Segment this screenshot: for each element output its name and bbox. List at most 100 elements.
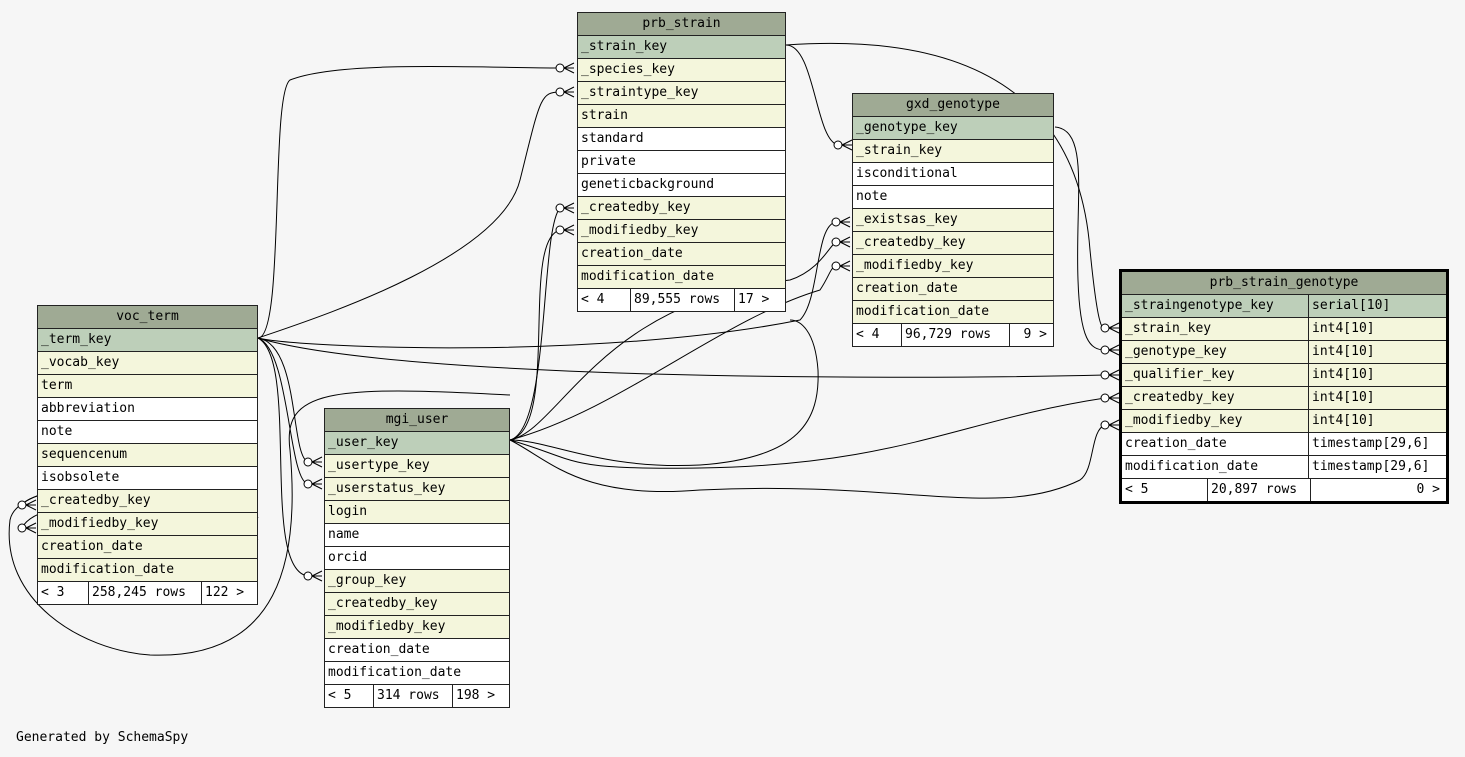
crowfoot-marker [563,62,575,74]
parents-link[interactable]: < 4 [578,289,631,311]
parents-link[interactable]: < 5 [1122,479,1208,501]
children-link[interactable]: 198 > [456,688,496,703]
column-row[interactable]: modification_date [38,559,257,582]
column-row[interactable]: _createdby_key [325,593,509,616]
children-link[interactable]: 122 > [205,585,245,600]
column-row[interactable]: _strain_key [578,36,785,59]
optional-marker [303,571,313,581]
table-title[interactable]: prb_strain_genotype [1122,272,1446,295]
column-row[interactable]: _user_key [325,432,509,455]
column-row[interactable]: _modifiedby_key [853,255,1053,278]
column-name: geneticbackground [581,177,715,192]
column-name: _createdby_key [856,235,966,250]
column-row[interactable]: _modifiedby_key [325,616,509,639]
column-name: _modifiedby_key [1125,413,1243,428]
column-row[interactable]: orcid [325,547,509,570]
column-name: strain [581,108,628,123]
optional-marker [831,237,841,247]
crowfoot-marker [311,570,323,582]
children-link[interactable]: 0 > [1416,482,1440,497]
column-row[interactable]: name [325,524,509,547]
column-name: _usertype_key [328,458,430,473]
column-name: _qualifier_key [1125,367,1235,382]
parents-link[interactable]: < 4 [853,324,902,346]
children-link[interactable]: 17 > [738,292,770,307]
column-row[interactable]: abbreviation [38,398,257,421]
column-row[interactable]: creation_date [38,536,257,559]
column-row[interactable]: term [38,375,257,398]
column-row[interactable]: _term_key [38,329,257,352]
column-row[interactable]: _createdby_key [578,197,785,220]
table-mgi-user[interactable]: mgi_user _user_key _usertype_key _userstat… [324,408,510,708]
column-row[interactable]: sequencenum [38,444,257,467]
column-row[interactable]: _modifiedby_key [38,513,257,536]
relationship-line [785,44,839,146]
optional-marker [1100,323,1110,333]
parents-link[interactable]: < 3 [38,582,89,604]
table-footer: < 4 96,729 rows 9 > [853,324,1053,346]
column-name: modification_date [581,269,715,284]
table-title[interactable]: mgi_user [325,409,509,432]
column-row[interactable]: _existsas_key [853,209,1053,232]
column-row[interactable]: _straintype_key [578,82,785,105]
column-row[interactable]: private [578,151,785,174]
column-row[interactable]: isconditional [853,163,1053,186]
children-link[interactable]: 9 > [1023,327,1047,342]
column-row[interactable]: standard [578,128,785,151]
row-count: 20,897 rows [1208,479,1311,501]
column-row[interactable]: _userstatus_key [325,478,509,501]
column-row[interactable]: modification_date [853,301,1053,324]
column-row[interactable]: _modifiedby_key [578,220,785,243]
column-row[interactable]: geneticbackground [578,174,785,197]
table-title[interactable]: prb_strain [578,13,785,36]
optional-marker [1100,393,1110,403]
column-row[interactable]: _species_key [578,59,785,82]
column-row[interactable]: modification_date [325,662,509,685]
column-row[interactable]: _vocab_key [38,352,257,375]
table-footer: < 5 314 rows 198 > [325,685,509,707]
column-row[interactable]: note [853,186,1053,209]
column-row[interactable]: strain [578,105,785,128]
table-prb-strain[interactable]: prb_strain _strain_key_species_key _strai… [577,12,786,312]
column-name: creation_date [856,281,958,296]
column-row[interactable]: _group_key [325,570,509,593]
column-row[interactable]: note [38,421,257,444]
column-row[interactable]: _strain_key [853,140,1053,163]
column-row[interactable]: _qualifier_key int4[10] [1122,364,1446,387]
column-type: timestamp[29,6] [1308,456,1446,478]
optional-marker [1100,420,1110,430]
optional-marker [555,203,565,213]
crowfoot-marker [839,216,851,228]
column-row[interactable]: _genotype_key int4[10] [1122,341,1446,364]
column-name: _strain_key [856,143,943,158]
column-row[interactable]: creation_date [578,243,785,266]
column-row[interactable]: _createdby_key [853,232,1053,255]
column-row[interactable]: _createdby_key [38,490,257,513]
column-row[interactable]: isobsolete [38,467,257,490]
table-title[interactable]: voc_term [38,306,257,329]
crowfoot-marker [25,522,37,534]
column-name: _straintype_key [581,85,699,100]
row-count: 89,555 rows [631,289,735,311]
column-row[interactable]: creation_date [853,278,1053,301]
column-row[interactable]: creation_date [325,639,509,662]
column-row[interactable]: _usertype_key [325,455,509,478]
column-row[interactable]: login [325,501,509,524]
parents-link[interactable]: < 5 [325,685,374,707]
column-row[interactable]: _genotype_key [853,117,1053,140]
column-type: int4[10] [1308,341,1446,363]
column-row[interactable]: modification_date [578,266,785,289]
column-name: _userstatus_key [328,481,446,496]
table-title[interactable]: gxd_genotype [853,94,1053,117]
column-name: _genotype_key [1125,344,1227,359]
column-type: int4[10] [1308,364,1446,386]
